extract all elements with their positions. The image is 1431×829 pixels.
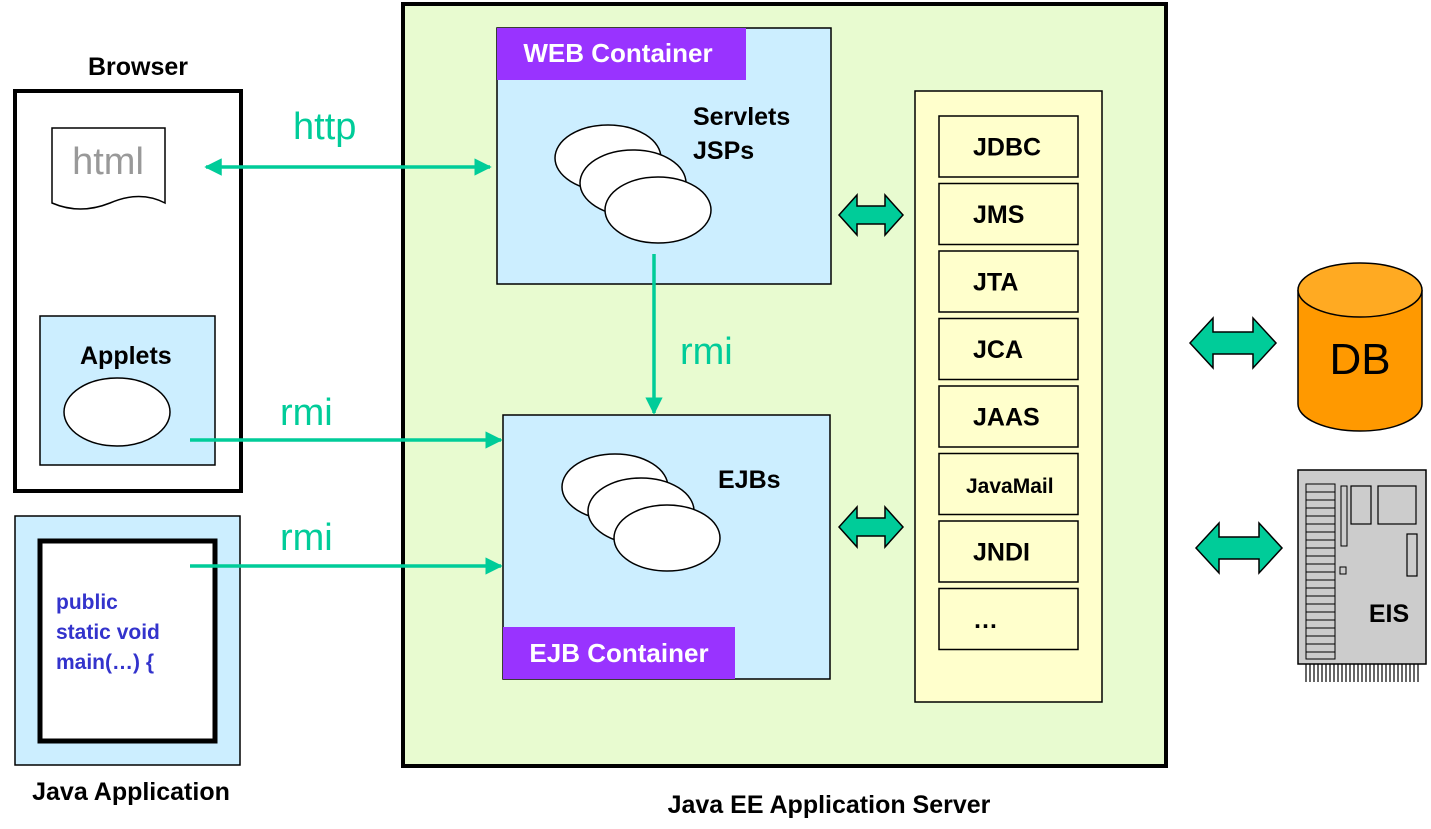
ejb-container-header bbox=[503, 627, 735, 679]
servlet-components-icon bbox=[554, 124, 712, 244]
rmi-app-label: rmi bbox=[280, 517, 333, 559]
service-box-1 bbox=[938, 182, 1079, 246]
ejb-services-double-arrow bbox=[837, 505, 905, 549]
database-icon bbox=[1297, 262, 1423, 432]
eis-label: EIS bbox=[1369, 600, 1409, 628]
db-label: DB bbox=[1329, 335, 1390, 384]
service-box-7 bbox=[938, 587, 1079, 651]
service-label-4: JAAS bbox=[973, 404, 1040, 432]
applet-component-icon bbox=[63, 377, 171, 447]
service-label-3: JCA bbox=[973, 336, 1023, 364]
app-server-title: Java EE Application Server bbox=[668, 791, 991, 819]
ejbs-label: EJBs bbox=[718, 466, 781, 494]
server-db-double-arrow bbox=[1188, 316, 1278, 370]
server-eis-double-arrow bbox=[1194, 521, 1284, 575]
service-box-6 bbox=[938, 520, 1079, 583]
service-box-2 bbox=[938, 250, 1079, 313]
web-container-header-label: WEB Container bbox=[523, 38, 712, 68]
service-label-1: JMS bbox=[973, 201, 1024, 229]
service-box-5 bbox=[938, 452, 1079, 516]
rmi-applet-label: rmi bbox=[280, 392, 333, 434]
html-doc-label: html bbox=[72, 141, 144, 183]
ejb-components-icon bbox=[561, 453, 721, 572]
java-app-title: Java Application bbox=[32, 778, 230, 806]
code-line-1: public bbox=[56, 591, 118, 614]
web-services-double-arrow bbox=[837, 193, 905, 237]
applets-label: Applets bbox=[80, 342, 172, 370]
eis-server-icon bbox=[1297, 469, 1427, 682]
service-box-3 bbox=[938, 317, 1079, 381]
html-document-icon bbox=[51, 127, 166, 210]
ejb-container-header-label: EJB Container bbox=[529, 638, 708, 668]
service-box-4 bbox=[938, 385, 1079, 448]
service-label-7: … bbox=[973, 606, 998, 634]
service-label-6: JNDI bbox=[973, 539, 1030, 567]
services-list: JDBC JMS JTA JCA JAAS JavaMailJNDI … bbox=[938, 115, 1079, 651]
service-label-2: JTA bbox=[973, 269, 1018, 297]
servlets-label: Servlets bbox=[693, 103, 790, 131]
service-label-5: JavaMail bbox=[966, 475, 1054, 498]
code-line-2: static void bbox=[56, 621, 160, 644]
service-box-0 bbox=[938, 115, 1079, 178]
java-app-code-box bbox=[37, 538, 218, 744]
http-label: http bbox=[293, 106, 356, 148]
rmi-web-ejb-label: rmi bbox=[680, 331, 733, 373]
jsps-label: JSPs bbox=[693, 137, 754, 165]
browser-title: Browser bbox=[88, 53, 188, 81]
code-line-3: main(…) { bbox=[56, 651, 154, 674]
service-label-0: JDBC bbox=[973, 134, 1041, 162]
web-container-header bbox=[497, 28, 746, 80]
